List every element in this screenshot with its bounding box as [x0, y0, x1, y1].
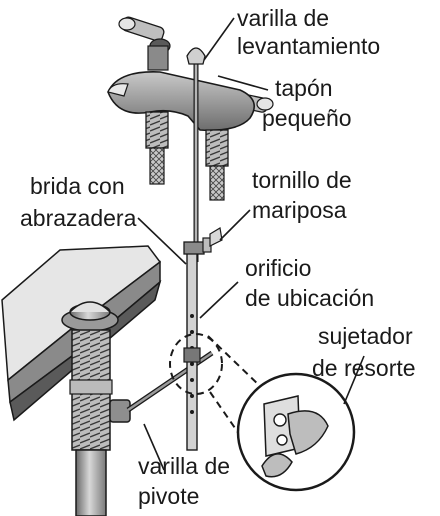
locating-hole-label-line2: de ubicación: [245, 285, 375, 311]
thumb-screw-label-line1: tornillo de: [252, 167, 352, 193]
spring-clip-label-line2: de resorte: [312, 355, 416, 381]
drain-stopper: [61, 301, 119, 332]
drain-body: [69, 329, 131, 516]
small-cap-label-line1: tapón: [275, 75, 333, 101]
pivot-rod-label-line1: varilla de: [138, 453, 231, 479]
clamp-strap-label-line2: abrazadera: [20, 205, 137, 231]
leader-lines: [137, 17, 365, 471]
clevis-strap: [183, 227, 223, 451]
small-cap-label-line2: pequeño: [262, 105, 352, 131]
locating-hole-label-line1: orificio: [245, 255, 312, 281]
clamp-strap-label-line1: brida con: [30, 173, 125, 199]
lift-rod-label-line2: levantamiento: [237, 33, 381, 59]
detail-callout: [169, 333, 356, 492]
lift-rod: [186, 47, 206, 262]
pivot-rod-label-line2: pivote: [138, 483, 200, 509]
thumb-screw-label-line2: mariposa: [252, 197, 347, 223]
faucet: [107, 16, 274, 201]
spring-clip-label-line1: sujetador: [318, 323, 413, 349]
lift-rod-label-line1: varilla de: [237, 5, 330, 31]
